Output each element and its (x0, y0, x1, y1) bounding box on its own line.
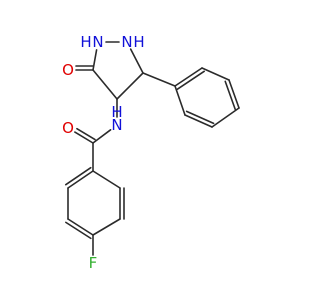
bond-ph5-ph6 (184, 114, 213, 128)
bond-ph1-ph2 (174, 67, 203, 87)
bond-n3-c7 (92, 129, 112, 144)
bond-c3-c4 (116, 72, 144, 100)
bond-ph6-ph1 (174, 85, 186, 116)
atom-label-o1: O (62, 61, 74, 79)
bond-ph2-ph3 (201, 67, 230, 81)
bond-c4-c5 (92, 69, 118, 100)
bond-b3-b4 (65, 221, 92, 240)
bond-ph4-ph5 (211, 107, 240, 128)
bond-ph1-ph2 (176, 70, 206, 91)
atom-label-h3: H (111, 103, 122, 121)
bond-c7-o2 (76, 127, 96, 141)
atom-label-n3: N (111, 116, 122, 134)
bond-b1-b2 (64, 166, 92, 186)
bond-b4-b5 (92, 218, 121, 236)
atom-label-f1: F (89, 254, 98, 272)
atom-label-n2: N (121, 33, 132, 51)
bond-c3-ph1 (142, 72, 176, 87)
bonds-layer (64, 41, 240, 256)
bond-ph5-ph6 (185, 110, 215, 125)
diagram-background (0, 0, 300, 300)
bond-b3-b4 (67, 218, 94, 236)
atom-label-n1: N (92, 33, 103, 51)
bond-b1-b2 (67, 170, 94, 189)
bond-c7-o2 (74, 131, 94, 144)
atom-label-o2: O (62, 119, 74, 137)
atom-label-h1: H (80, 33, 91, 51)
atom-label-h2: H (133, 33, 144, 51)
bond-n2-c3 (129, 48, 144, 74)
bond-b6-b1 (92, 170, 121, 189)
bond-c5-n1 (92, 49, 98, 71)
bond-ph3-ph4 (224, 80, 237, 111)
bond-ph3-ph4 (228, 79, 240, 109)
